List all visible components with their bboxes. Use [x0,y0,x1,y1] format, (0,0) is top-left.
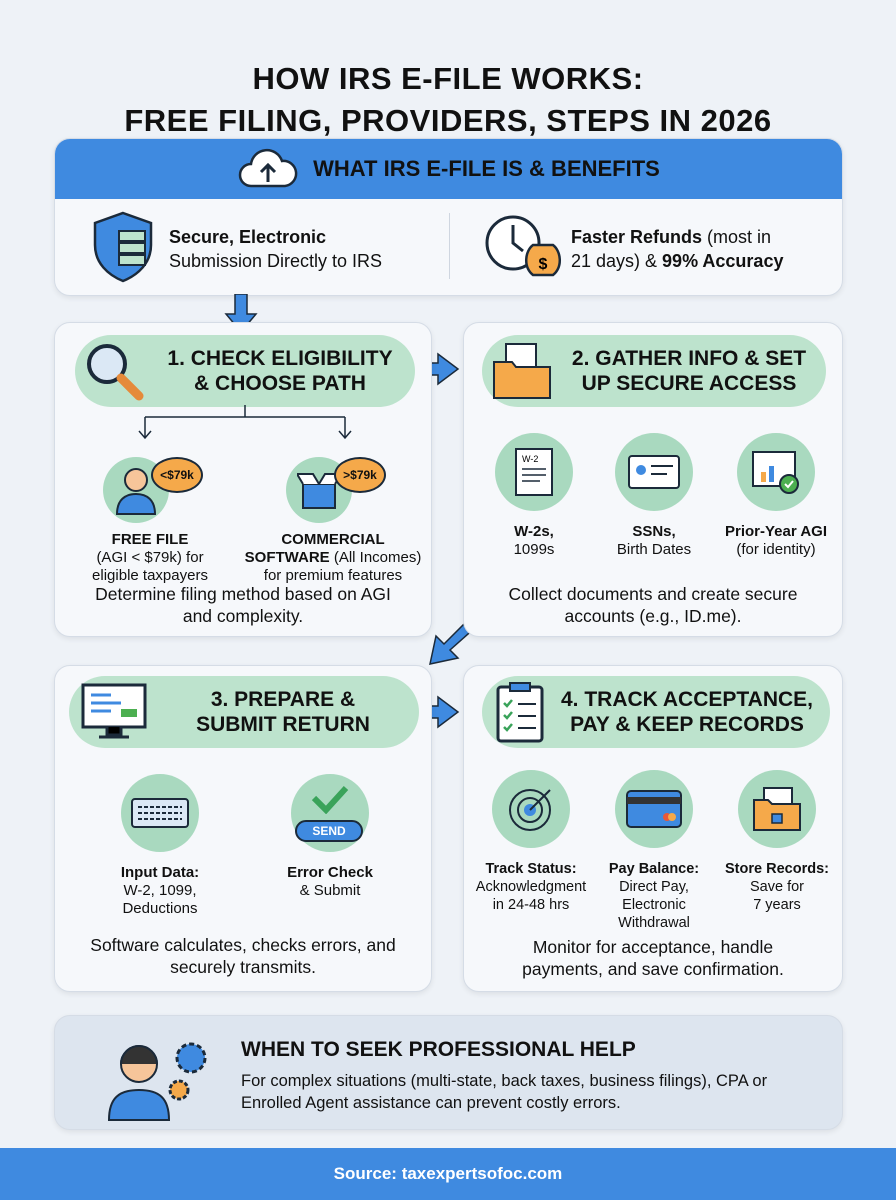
input-data-item: Input Data:W-2, 1099,Deductions [85,774,235,918]
send-button: SEND [295,820,363,842]
source-footer: Source: taxexpertsofoc.com [0,1148,896,1200]
divider [449,213,450,279]
step2-description: Collect documents and create secure acco… [508,584,798,626]
id-card-icon [615,433,693,511]
step3-card: 3. PREPARE &SUBMIT RETURN Input Data:W-2… [54,665,432,992]
badge: <$79k [151,457,203,493]
step4-header: 4. TRACK ACCEPTANCE,PAY & KEEP RECORDS [482,676,830,748]
w2-form-icon: W-2 [495,433,573,511]
overview-header: WHAT IRS E-FILE IS & BENEFITS [55,139,842,199]
help-text: For complex situations (multi-state, bac… [241,1072,768,1112]
keyboard-icon [121,774,199,852]
clipboard-checklist-icon [496,682,544,743]
shield-server-icon [91,211,155,288]
svg-text:W-2: W-2 [522,454,538,464]
step1-description: Determine filing method based on AGI and… [95,584,391,626]
folder-documents-icon [493,343,551,399]
target-icon [492,770,570,848]
w2-item: W-2 W-2s,1099s [474,433,594,559]
step1-header: 1. CHECK ELIGIBILITY& CHOOSE PATH [75,335,415,407]
help-title: WHEN TO SEEK PROFESSIONAL HELP [241,1038,636,1061]
error-check-item: SEND Error Check& Submit [255,774,405,900]
magnifier-icon [87,344,144,401]
svg-text:$: $ [539,256,548,273]
step3-description: Software calculates, checks errors, and … [90,935,396,977]
monitor-icon [81,683,147,739]
locked-folder-icon [738,770,816,848]
step4-card: 4. TRACK ACCEPTANCE,PAY & KEEP RECORDS T… [463,665,843,992]
support-agent-gears-icon [107,1042,207,1121]
branch-arrows-icon [138,405,352,440]
badge: >$79k [334,457,386,493]
step1-card: 1. CHECK ELIGIBILITY& CHOOSE PATH <$79k … [54,322,432,637]
professional-help-panel: WHEN TO SEEK PROFESSIONAL HELP For compl… [54,1015,843,1130]
credit-card-icon [615,770,693,848]
step4-description: Monitor for acceptance, handle payments,… [522,937,784,979]
chart-check-icon [737,433,815,511]
clock-money-bag-icon: $ [483,211,563,286]
overview-panel: WHAT IRS E-FILE IS & BENEFITS Secure, El… [54,138,843,296]
page-title: HOW IRS E-FILE WORKS:FREE FILING, PROVID… [124,61,772,138]
ssn-item: SSNs,Birth Dates [594,433,714,559]
prior-year-agi-item: Prior-Year AGI(for identity) [714,433,838,559]
cloud-upload-icon [238,148,298,188]
step3-header: 3. PREPARE &SUBMIT RETURN [69,676,419,748]
checkmark-icon: SEND [291,774,369,852]
